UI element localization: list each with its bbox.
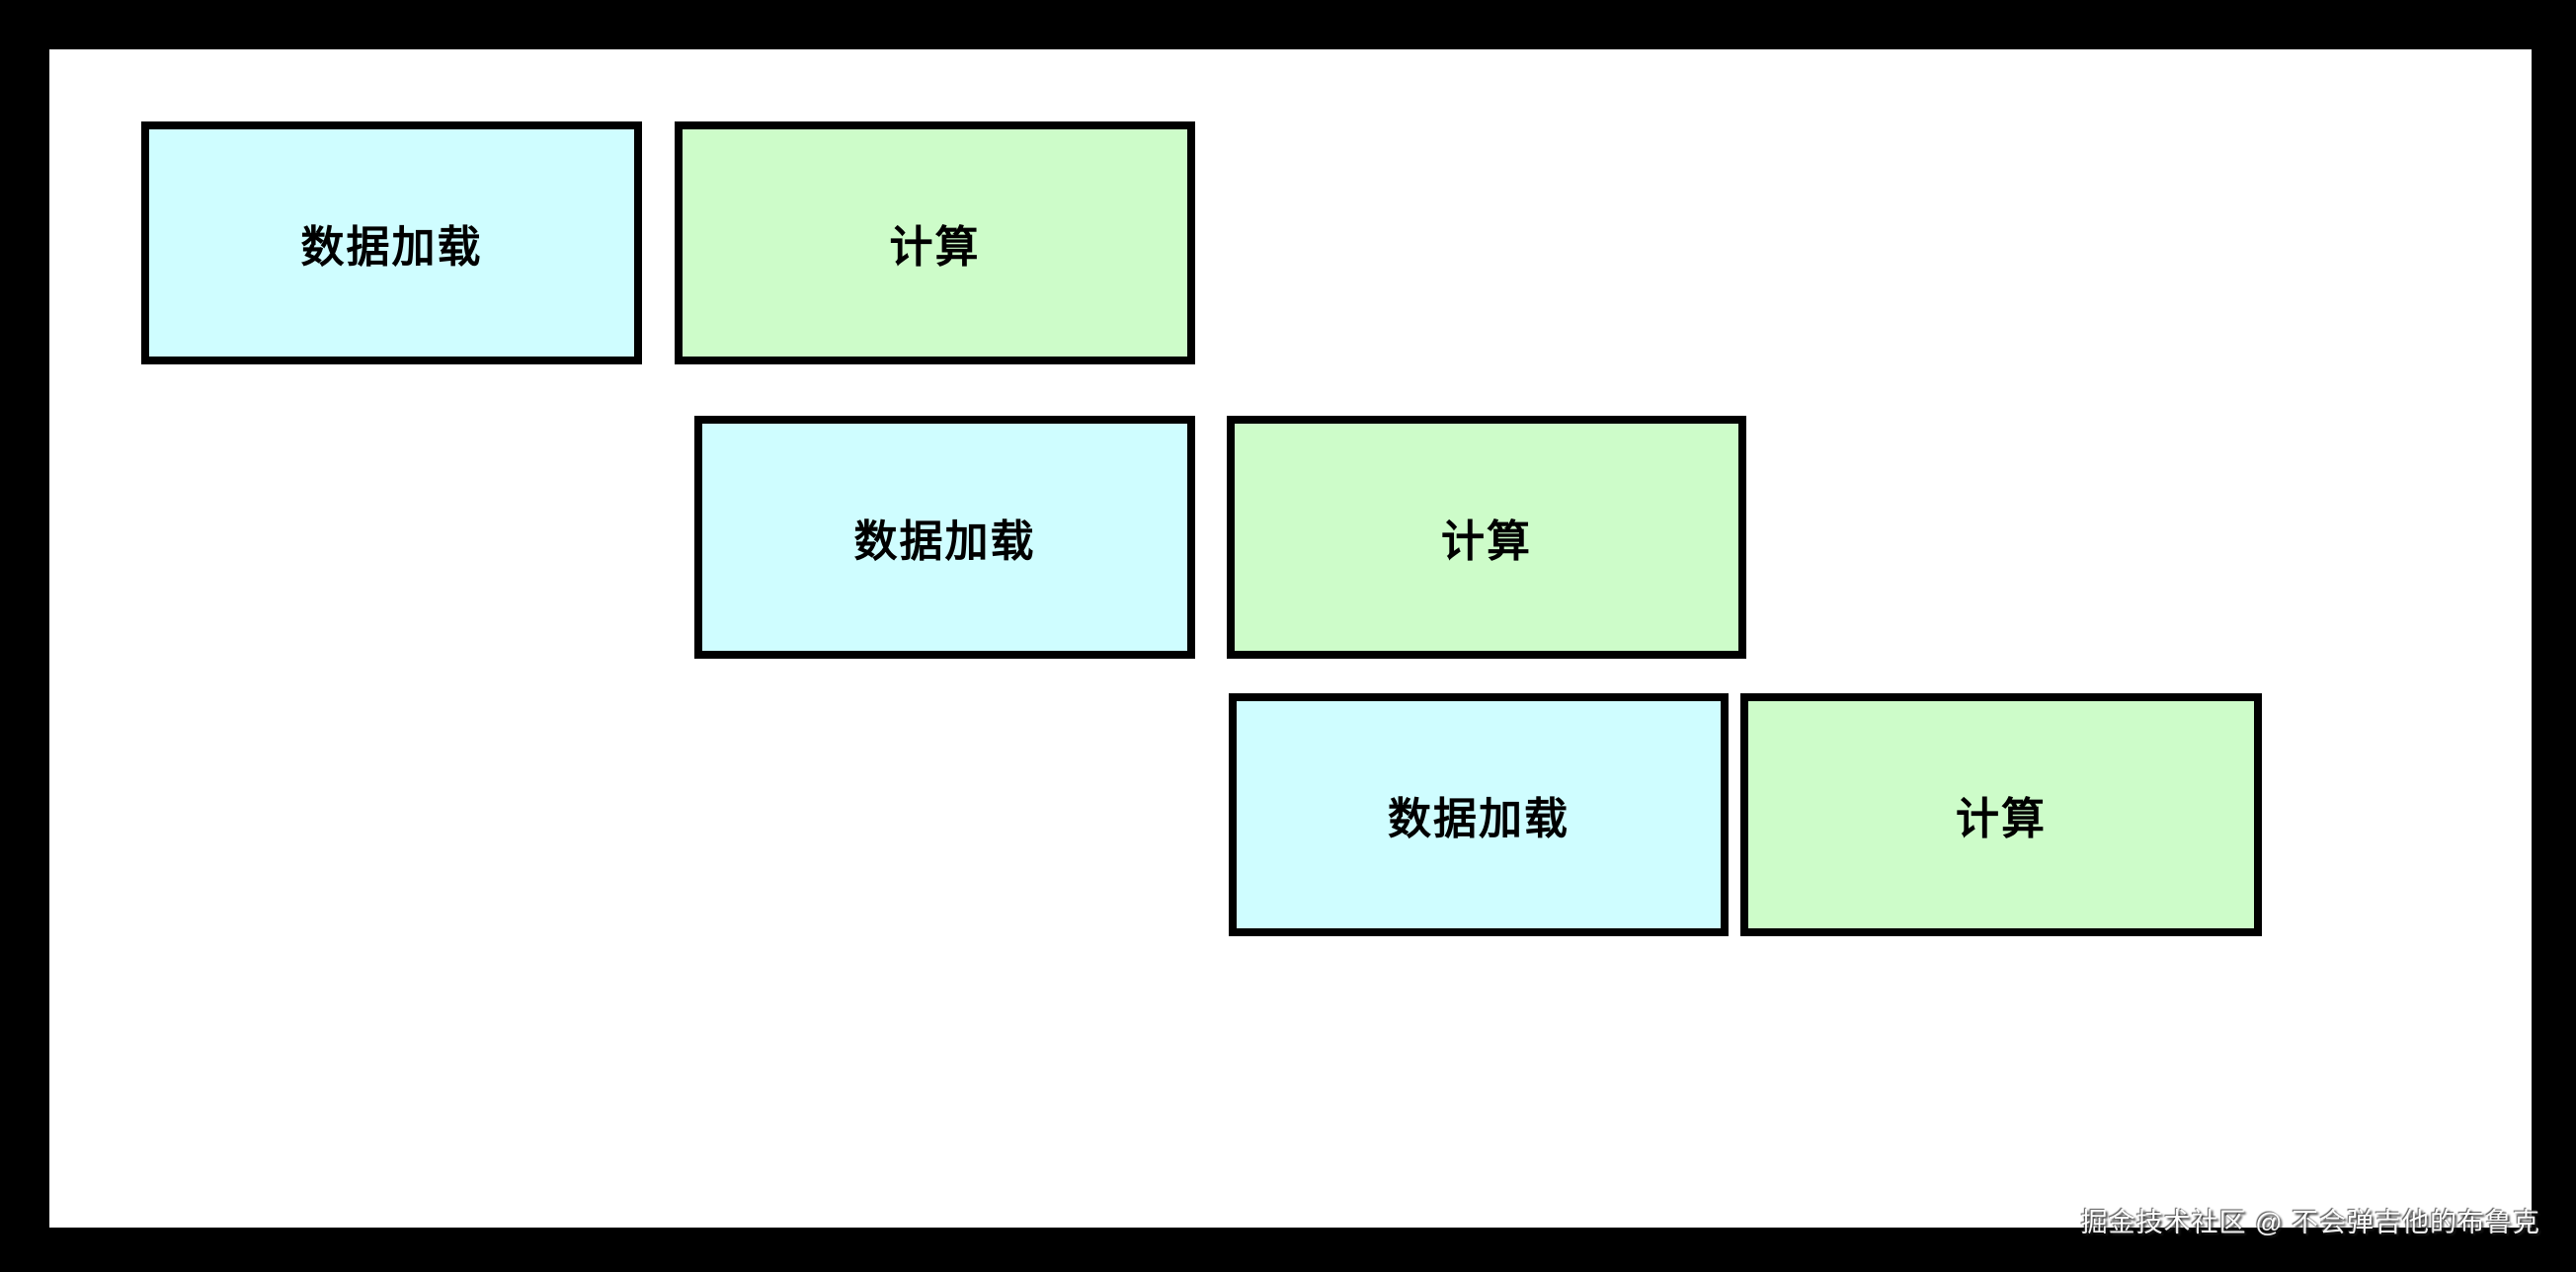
watermark-text: 掘金技术社区 @ 不会弹吉他的布鲁克 xyxy=(2080,1208,2540,1237)
task-label-compute-row3: 计算 xyxy=(1956,795,2047,843)
task-box-compute-row1: 计算 xyxy=(675,121,1195,364)
task-label-compute-row2: 计算 xyxy=(1441,517,1532,566)
task-box-compute-row2: 计算 xyxy=(1227,416,1746,659)
task-label-compute-row1: 计算 xyxy=(889,223,981,272)
task-box-compute-row3: 计算 xyxy=(1740,693,2262,936)
task-label-load-row2: 数据加载 xyxy=(853,517,1036,566)
task-box-load-row3: 数据加载 xyxy=(1229,693,1729,936)
task-label-load-row1: 数据加载 xyxy=(300,223,483,272)
diagram-canvas: 数据加载 计算 数据加载 计算 数据加载 计算 xyxy=(49,49,2532,1228)
task-label-load-row3: 数据加载 xyxy=(1388,795,1570,843)
task-box-load-row1: 数据加载 xyxy=(141,121,642,364)
task-box-load-row2: 数据加载 xyxy=(694,416,1195,659)
